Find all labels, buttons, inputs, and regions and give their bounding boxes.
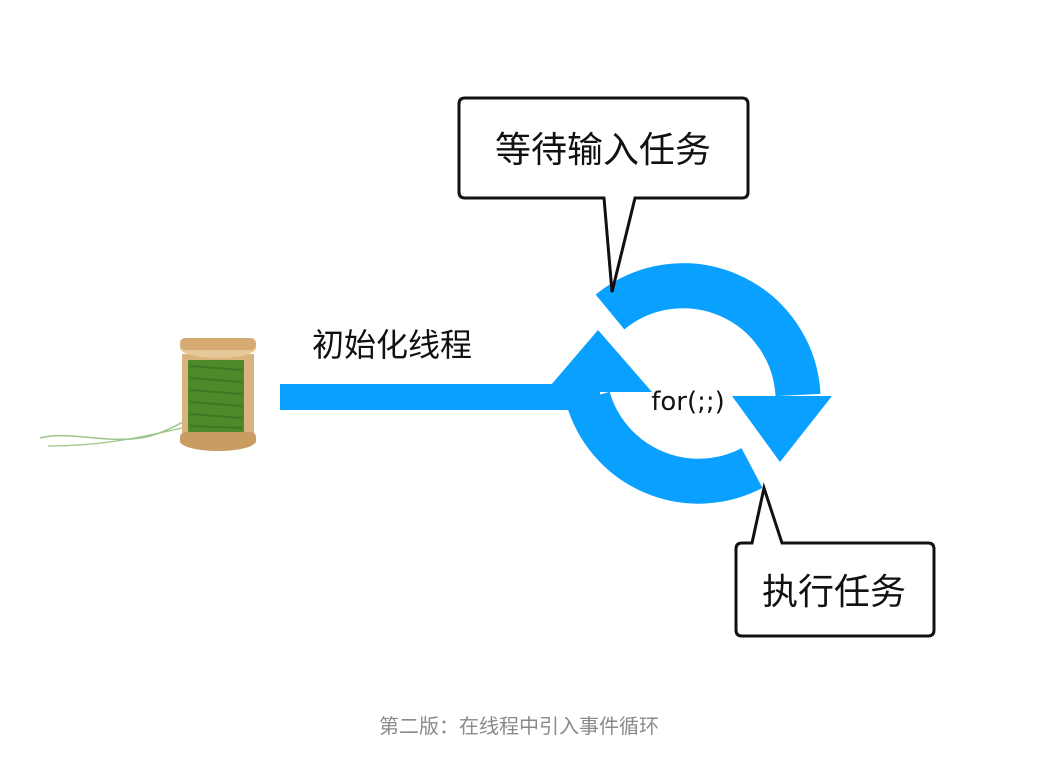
init-label: 初始化线程 — [312, 326, 472, 364]
loop-arrow-upper — [595, 263, 821, 397]
init-arrow-shaft — [280, 384, 600, 410]
thread-spool-icon — [39, 338, 256, 451]
exec-label: 执行任务 — [762, 572, 906, 613]
wait-label: 等待输入任务 — [495, 130, 711, 171]
loop-arrowhead-left — [545, 330, 652, 392]
loop-arrowhead-right — [732, 396, 832, 462]
wait-callout: 等待输入任务 — [457, 96, 750, 293]
exec-callout: 执行任务 — [734, 482, 936, 638]
loop-label: for(;;) — [651, 387, 725, 417]
figure-caption: 第二版：在线程中引入事件循环 — [379, 714, 659, 738]
loop-arrow-lower — [566, 391, 763, 504]
